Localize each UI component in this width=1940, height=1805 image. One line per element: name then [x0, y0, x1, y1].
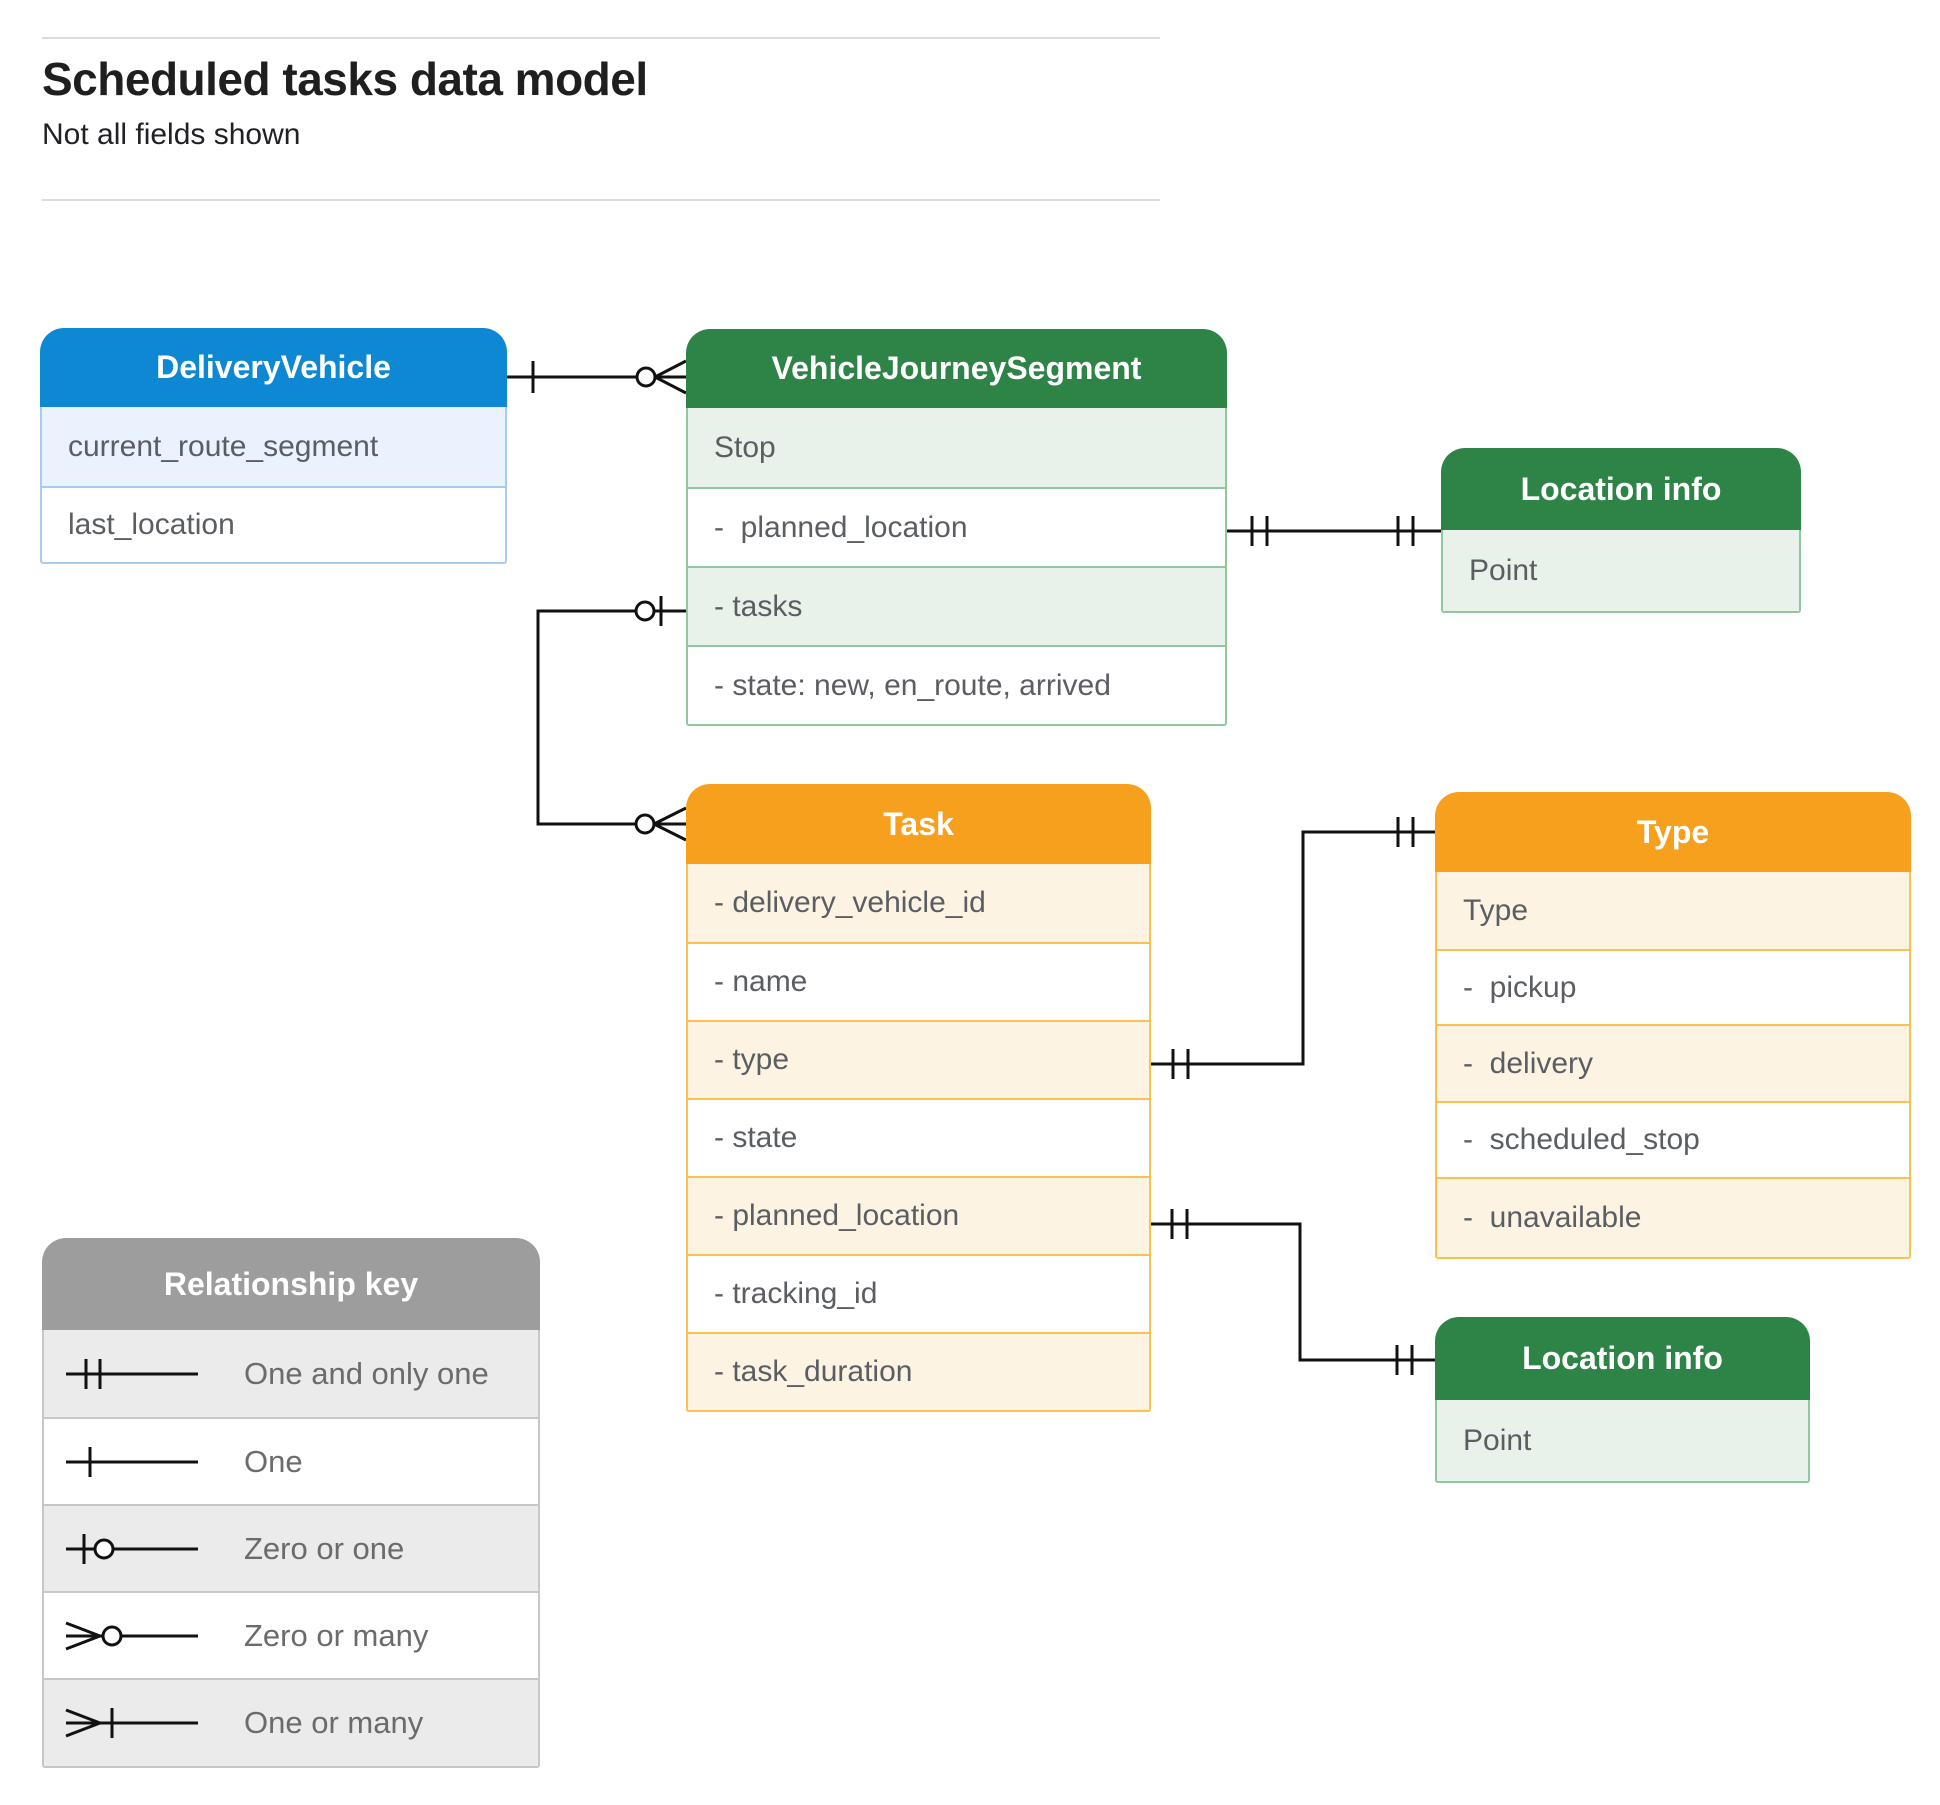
- field-state: - state: [688, 1098, 1149, 1176]
- field-type: - type: [688, 1020, 1149, 1098]
- one-icon: [66, 1446, 198, 1477]
- one-and-only-one-icon: [66, 1358, 198, 1389]
- legend-item-one: One: [44, 1417, 538, 1504]
- entity-delivery-vehicle: DeliveryVehicle current_route_segment la…: [40, 328, 507, 564]
- field-point-bottom: Point: [1437, 1400, 1808, 1481]
- page-title: Scheduled tasks data model: [42, 53, 648, 105]
- field-task-duration: - task_duration: [688, 1332, 1149, 1410]
- legend-item-one-or-many: One or many: [44, 1678, 538, 1766]
- field-planned-location: - planned_location: [688, 1176, 1149, 1254]
- zero-or-one-icon: [66, 1533, 198, 1564]
- field-delivery-vehicle-id: - delivery_vehicle_id: [688, 864, 1149, 942]
- field-last-location: last_location: [42, 486, 505, 562]
- field-pickup: - pickup: [1437, 949, 1909, 1024]
- connector-deliveryvehicle-vehiclejourneysegment: [507, 359, 687, 395]
- field-name: - name: [688, 942, 1149, 1020]
- connector-vjs-task: [536, 596, 687, 842]
- entity-type: Type Type - pickup - delivery - schedule…: [1435, 792, 1911, 1259]
- page-subtitle: Not all fields shown: [42, 118, 301, 151]
- field-point-top: Point: [1443, 530, 1799, 611]
- entity-vehicle-journey-segment: VehicleJourneySegment Stop - planned_loc…: [686, 329, 1227, 726]
- field-tracking-id: - tracking_id: [688, 1254, 1149, 1332]
- entity-type-title: Type: [1435, 792, 1911, 872]
- connector-vjs-locationinfo-top: [1227, 516, 1441, 546]
- entity-task: Task - delivery_vehicle_id - name - type…: [686, 784, 1151, 1412]
- field-scheduled-stop: - scheduled_stop: [1437, 1101, 1909, 1177]
- legend-item-zero-or-one: Zero or one: [44, 1504, 538, 1591]
- entity-location-info-bottom-title: Location info: [1435, 1317, 1810, 1400]
- entity-vehicle-journey-segment-title: VehicleJourneySegment: [686, 329, 1227, 408]
- entity-delivery-vehicle-title: DeliveryVehicle: [40, 328, 507, 407]
- entity-location-info-top-title: Location info: [1441, 448, 1801, 530]
- relationship-key-legend: Relationship key One and only one One Ze…: [42, 1238, 540, 1768]
- field-current-route-segment: current_route_segment: [42, 407, 505, 486]
- legend-item-one-and-only-one: One and only one: [44, 1330, 538, 1417]
- zero-or-many-icon: [65, 1621, 198, 1650]
- field-unavailable: - unavailable: [1437, 1177, 1909, 1257]
- field-type-label: Type: [1437, 872, 1909, 949]
- entity-task-title: Task: [686, 784, 1151, 864]
- field-stop: Stop: [688, 408, 1225, 487]
- entity-location-info-bottom: Location info Point: [1435, 1317, 1810, 1483]
- field-tasks: - tasks: [688, 566, 1225, 645]
- field-planned-location: - planned_location: [688, 487, 1225, 566]
- connector-task-locationinfo-bottom: [1151, 1209, 1435, 1375]
- legend-item-zero-or-many: Zero or many: [44, 1591, 538, 1678]
- one-or-many-icon: [65, 1708, 198, 1738]
- relationship-key-title: Relationship key: [42, 1238, 540, 1330]
- field-state: - state: new, en_route, arrived: [688, 645, 1225, 724]
- field-delivery: - delivery: [1437, 1024, 1909, 1101]
- top-rule: [42, 37, 1160, 39]
- title-divider-rule: [42, 199, 1160, 201]
- entity-location-info-top: Location info Point: [1441, 448, 1801, 613]
- connector-task-type: [1151, 817, 1435, 1079]
